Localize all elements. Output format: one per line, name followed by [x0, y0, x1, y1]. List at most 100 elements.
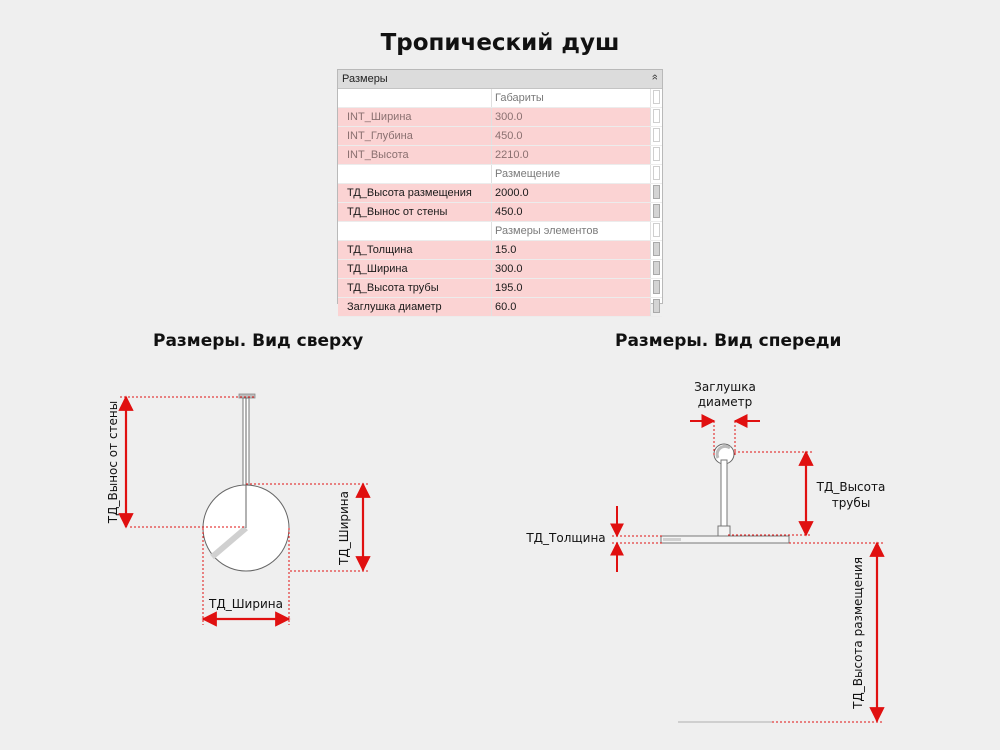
parameter-row[interactable]: INT_Высота 2210.0 — [338, 146, 662, 165]
label-width-side: ТД_Ширина — [337, 491, 351, 566]
parameter-name: ТД_Высота размещения — [347, 187, 472, 199]
parameter-name-cell: ТД_Толщина — [338, 241, 492, 259]
parameter-name: Заглушка диаметр — [347, 301, 442, 313]
parameter-value: 60.0 — [495, 301, 517, 313]
parameter-name: INT_Глубина — [347, 130, 413, 142]
parameter-row[interactable]: ТД_Толщина 15.0 — [338, 241, 662, 260]
parameter-name-cell — [338, 89, 492, 107]
front-pipe — [720, 459, 728, 527]
label-offset-from-wall: ТД_Вынос от стены — [106, 401, 120, 524]
group-header-row: Габариты — [338, 89, 662, 108]
front-view-title: Размеры. Вид спереди — [615, 331, 842, 351]
parameter-row[interactable]: ТД_Высота размещения 2000.0 — [338, 184, 662, 203]
parameter-value-field[interactable]: 2210.0 — [492, 146, 651, 164]
row-checkbox-cell — [651, 146, 662, 164]
panel-header-label: Размеры — [342, 73, 388, 85]
row-checkbox[interactable] — [653, 242, 660, 256]
parameter-name-cell: ТД_Высота размещения — [338, 184, 492, 202]
row-checkbox — [653, 147, 660, 161]
group-label: Размеры элементов — [495, 225, 599, 237]
parameter-value: 300.0 — [495, 111, 523, 123]
parameter-value-field[interactable]: 60.0 — [492, 298, 651, 316]
row-checkbox-cell — [651, 108, 662, 126]
parameter-value-field[interactable]: 15.0 — [492, 241, 651, 259]
row-checkbox[interactable] — [653, 280, 660, 294]
top-view-drawing: ТД_Вынос от стены ТД_Ширина ТД_Ширина — [106, 393, 371, 627]
row-checkbox — [653, 90, 660, 104]
parameter-row[interactable]: ТД_Ширина 300.0 — [338, 260, 662, 279]
row-checkbox-cell — [651, 89, 662, 107]
row-checkbox-cell — [651, 260, 662, 278]
row-checkbox-cell — [651, 184, 662, 202]
parameter-row[interactable]: ТД_Вынос от стены 450.0 — [338, 203, 662, 222]
label-pipe-line2: трубы — [832, 496, 871, 510]
parameter-name: ТД_Вынос от стены — [347, 206, 448, 218]
row-checkbox — [653, 166, 660, 180]
top-extension-lines — [120, 396, 370, 625]
parameter-value-field[interactable]: 450.0 — [492, 203, 651, 221]
parameter-name-cell: ТД_Высота трубы — [338, 279, 492, 297]
parameter-name: ТД_Высота трубы — [347, 282, 439, 294]
row-checkbox-cell — [651, 222, 662, 240]
row-checkbox-cell — [651, 165, 662, 183]
parameter-value-field[interactable]: 300.0 — [492, 260, 651, 278]
parameter-name-cell: ТД_Вынос от стены — [338, 203, 492, 221]
parameter-name: INT_Ширина — [347, 111, 412, 123]
page-title: Тропический душ — [380, 30, 620, 56]
front-extension-lines — [612, 421, 884, 723]
parameter-name: INT_Высота — [347, 149, 409, 161]
label-width-bottom: ТД_Ширина — [208, 597, 283, 611]
parameter-value: 15.0 — [495, 244, 517, 256]
parameter-value-field[interactable]: 2000.0 — [492, 184, 651, 202]
group-label-cell: Габариты — [492, 89, 651, 107]
parameter-value: 195.0 — [495, 282, 523, 294]
row-checkbox[interactable] — [653, 204, 660, 218]
parameter-name-cell: INT_Ширина — [338, 108, 492, 126]
parameter-name-cell: Заглушка диаметр — [338, 298, 492, 316]
group-label: Размещение — [495, 168, 561, 180]
label-cap-line1: Заглушка — [694, 380, 756, 394]
row-checkbox[interactable] — [653, 299, 660, 313]
group-header-row: Размещение — [338, 165, 662, 184]
label-cap-line2: диаметр — [698, 395, 753, 409]
row-checkbox-cell — [651, 279, 662, 297]
parameter-value: 450.0 — [495, 130, 523, 142]
row-checkbox — [653, 223, 660, 237]
top-view-title: Размеры. Вид сверху — [153, 331, 364, 351]
parameter-value: 2000.0 — [495, 187, 529, 199]
parameter-row[interactable]: INT_Глубина 450.0 — [338, 127, 662, 146]
row-checkbox-cell — [651, 241, 662, 259]
panel-header-dimensions[interactable]: Размеры » — [338, 70, 662, 89]
parameter-row[interactable]: INT_Ширина 300.0 — [338, 108, 662, 127]
parameter-name-cell — [338, 222, 492, 240]
row-checkbox[interactable] — [653, 185, 660, 199]
row-checkbox-cell — [651, 203, 662, 221]
row-checkbox — [653, 109, 660, 123]
parameter-value-field[interactable]: 195.0 — [492, 279, 651, 297]
row-checkbox-cell — [651, 298, 662, 316]
parameter-value: 450.0 — [495, 206, 523, 218]
row-checkbox-cell — [651, 127, 662, 145]
group-header-row: Размеры элементов — [338, 222, 662, 241]
parameter-value: 2210.0 — [495, 149, 529, 161]
shower-head-plate — [660, 535, 790, 544]
parameter-name-cell: ТД_Ширина — [338, 260, 492, 278]
parameter-row[interactable]: ТД_Высота трубы 195.0 — [338, 279, 662, 298]
parameter-name: ТД_Ширина — [347, 263, 408, 275]
front-view-drawing: Заглушка диаметр ТД_Высота трубы ТД_Толщ… — [525, 380, 885, 723]
parameter-name: ТД_Толщина — [347, 244, 413, 256]
shower-head-highlight — [210, 525, 248, 560]
parameter-value-field[interactable]: 450.0 — [492, 127, 651, 145]
group-label-cell: Размещение — [492, 165, 651, 183]
parameter-name-cell — [338, 165, 492, 183]
row-checkbox[interactable] — [653, 261, 660, 275]
group-label: Габариты — [495, 92, 544, 104]
group-label-cell: Размеры элементов — [492, 222, 651, 240]
parameter-value: 300.0 — [495, 263, 523, 275]
parameter-row[interactable]: Заглушка диаметр 60.0 — [338, 298, 662, 317]
parameter-name-cell: INT_Высота — [338, 146, 492, 164]
parameter-value-field[interactable]: 300.0 — [492, 108, 651, 126]
